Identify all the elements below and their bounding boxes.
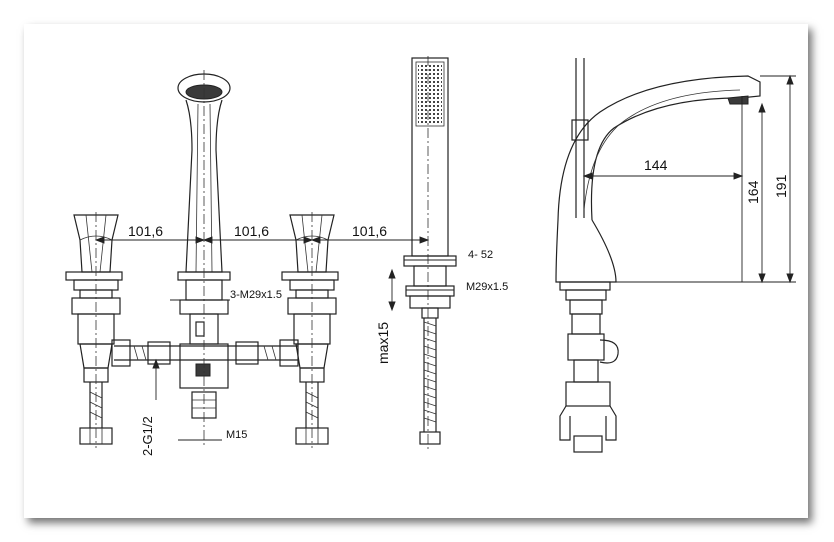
connecting-pipe [111,339,299,367]
outlet-thread-label: M15 [226,429,247,441]
valve-thread-label: 3-M29x1.5 [230,289,282,301]
spout-height-outlet-label: 164 [745,180,761,204]
shower-nozzle-grid [418,64,442,124]
dimension-lines [94,74,796,441]
max-deck-label: max15 [375,322,391,364]
handshower-size-label: 4- 52 [468,249,493,261]
inlet-thread-label: 2-G1/2 [140,416,155,456]
left-valve-handle [65,214,123,445]
spout-height-total-label: 191 [773,174,789,198]
spacing-label-2: 101,6 [234,223,269,239]
hand-shower [403,57,457,445]
handshower-thread-label: M29x1.5 [466,281,508,293]
spout-reach-label: 144 [644,157,668,173]
side-view-spout [555,58,761,453]
spacing-label-1: 101,6 [128,223,163,239]
spacing-label-3: 101,6 [352,223,387,239]
drawing-sheet: 101,6 101,6 101,6 3-M29x1.5 4- 52 M29x1.… [24,24,808,518]
right-valve-handle [281,214,339,445]
